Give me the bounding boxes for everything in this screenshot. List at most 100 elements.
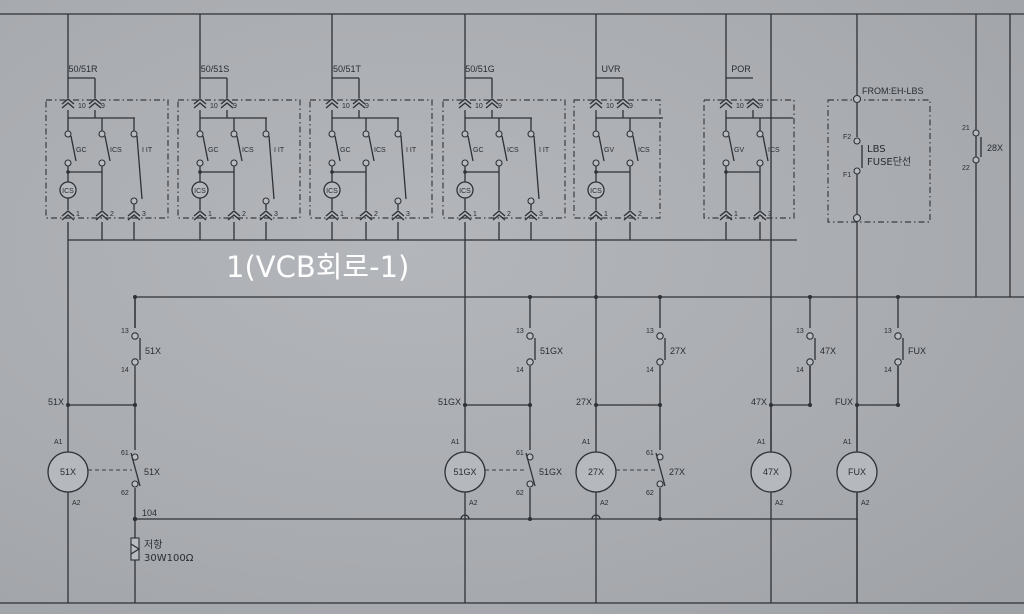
terminal-9-label: 9 [101, 103, 105, 110]
terminal-1-label: 1 [734, 211, 738, 218]
terminal-1-label: 1 [473, 211, 477, 218]
relay-box-frame [309, 99, 433, 219]
relay-box-frame [703, 99, 795, 219]
no-contact-bottom [131, 358, 139, 366]
fuse-text: FUSE단선 [867, 156, 911, 168]
relay-28x-label: 28X [987, 143, 1003, 153]
terminal-1-label: 1 [208, 211, 212, 218]
contact-2-bottom [626, 159, 634, 167]
contact-1-label: GV [604, 147, 614, 154]
relay-box-label: 50/51S [201, 64, 230, 74]
terminal-2-label: 3 [768, 211, 772, 218]
terminal-2-label: 2 [110, 211, 114, 218]
nc-terminal-62: 62 [646, 490, 654, 497]
contact-3-bottom [527, 197, 535, 205]
terminal-9-label: 9 [629, 103, 633, 110]
no-terminal-14: 14 [121, 367, 129, 374]
terminal-2-label: 2 [507, 211, 511, 218]
nc-contact-bottom [131, 480, 139, 488]
nc-terminal-61: 61 [516, 450, 524, 457]
terminal-3-label: 3 [406, 211, 410, 218]
terminal-3-label: 3 [539, 211, 543, 218]
coil-a2-label: A2 [600, 500, 609, 507]
coil-a2-label: A2 [775, 500, 784, 507]
no-contact-bottom [894, 358, 902, 366]
coil-label: 51GX [453, 467, 476, 477]
terminal-10-label: 10 [475, 103, 483, 110]
terminal-10-label: 10 [342, 103, 350, 110]
terminal-9-label: 9 [498, 103, 502, 110]
terminal-10-label: 10 [78, 103, 86, 110]
contact-1-bottom [461, 159, 469, 167]
lbs-box-frame [827, 99, 931, 223]
no-contact-label: 47X [820, 346, 836, 356]
contact-1-bottom [592, 159, 600, 167]
relay-box-label: UVR [601, 64, 621, 74]
coil-a2-label: A2 [72, 500, 81, 507]
no-contact-label: 51X [145, 346, 161, 356]
no-contact-top [656, 332, 664, 340]
nc-terminal-62: 62 [121, 490, 129, 497]
lbs-text: LBS [867, 144, 886, 155]
no-terminal-14: 14 [646, 367, 654, 374]
nc-terminal-61: 61 [121, 450, 129, 457]
terminal-2-label: 2 [638, 211, 642, 218]
node-label: FUX [835, 397, 853, 407]
contact-3-label: I IT [142, 147, 153, 154]
contact-1-label: GC [208, 147, 219, 154]
contact-1-top [196, 130, 204, 138]
node-label: 47X [751, 397, 767, 407]
contact-1-top [328, 130, 336, 138]
coil-label: 47X [763, 467, 779, 477]
no-contact-top [131, 332, 139, 340]
f2-label: F2 [843, 134, 851, 141]
coil-label: 51X [60, 467, 76, 477]
contact-2-top [230, 130, 238, 138]
contact-1-label: GC [473, 147, 484, 154]
no-terminal-13: 13 [646, 328, 654, 335]
ics-coil-label: ICS [459, 188, 471, 195]
terminal-9-label: 9 [233, 103, 237, 110]
contact-2-bottom [230, 159, 238, 167]
ics-coil-label: ICS [194, 188, 206, 195]
node-label: 51GX [438, 397, 461, 407]
contact-2-top [626, 130, 634, 138]
terminal-9-label: 9 [759, 103, 763, 110]
contact-2-label: ICS [638, 147, 650, 154]
relay-box-label: 50/51G [465, 64, 495, 74]
contact-2-label: ICS [110, 147, 122, 154]
terminal-1-label: 1 [76, 211, 80, 218]
contact-1-top [722, 130, 730, 138]
relay-box-label: 50/51R [68, 64, 98, 74]
contact-1-label: GC [76, 147, 87, 154]
no-contact-bottom [806, 358, 814, 366]
contact-1-bottom [196, 159, 204, 167]
node-label: 51X [48, 397, 64, 407]
coil-a2-label: A2 [861, 500, 870, 507]
no-terminal-14: 14 [516, 367, 524, 374]
no-contact-bottom [526, 358, 534, 366]
no-contact-label: 51GX [540, 346, 563, 356]
coil-a1-label: A1 [451, 439, 460, 446]
contact-2-label: ICS [374, 147, 386, 154]
resistor-rating: 30W100Ω [144, 553, 194, 564]
contact-1-label: GV [734, 147, 744, 154]
contact-2-bottom [98, 159, 106, 167]
contact-2-label: ICS [768, 147, 780, 154]
terminal-2-label: 2 [242, 211, 246, 218]
no-terminal-13: 13 [516, 328, 524, 335]
no-contact-label: FUX [908, 346, 926, 356]
contact-1-bottom [64, 159, 72, 167]
nc-contact-label: 51GX [539, 467, 562, 477]
contact-3-label: I IT [539, 147, 550, 154]
ics-coil-label: ICS [62, 188, 74, 195]
